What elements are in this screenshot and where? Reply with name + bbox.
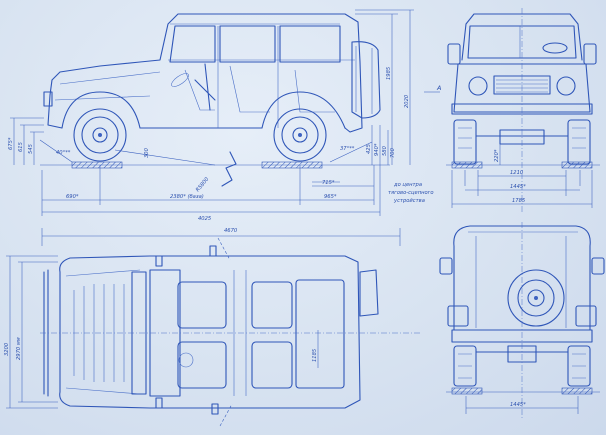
dim-front-clear-a: 675* — [8, 137, 14, 150]
front-view: A 1210 1445* 1785 220* — [424, 8, 600, 214]
dim-top-width-b: 2970 мм — [16, 337, 22, 360]
dim-width: 1785 — [512, 198, 526, 204]
radius-zigzag — [221, 151, 237, 187]
note-line-1: до центра — [393, 182, 422, 188]
side-body-outline — [43, 13, 381, 133]
dim-angle-front: 40°** — [56, 150, 71, 156]
dim-track-inner: 1210 — [510, 170, 524, 176]
front-wheel — [61, 91, 141, 162]
dim-height-total: 2020 — [404, 94, 410, 108]
dim-inner: 1185 — [312, 348, 318, 362]
dim-overall-length: 4670 — [224, 228, 238, 234]
note-line-2: тягово-сцепного — [388, 190, 434, 196]
rear-wheel — [261, 91, 346, 162]
dim-rear-b: 940* — [374, 143, 380, 156]
dim-rear-track: 1445* — [510, 402, 526, 408]
dim-wheelbase: 2380* (база) — [170, 194, 204, 200]
top-view: 4670 3200 2970 мм 1185 — [4, 228, 420, 427]
dim-rear-a: 425 — [366, 143, 372, 154]
note-line-3: устройства — [393, 198, 425, 204]
section-mark-a: A — [436, 84, 441, 92]
dim-clearance: 220* — [494, 149, 500, 162]
dim-rear-c: 580 — [382, 145, 388, 156]
dim-rear-d: 700 — [390, 147, 396, 158]
dim-angle-rear: 37°** — [340, 146, 355, 152]
dim-body-length: 4025 — [198, 216, 212, 222]
dim-rear-hook: 715* — [322, 180, 335, 186]
dim-front-clear-c: 545 — [28, 143, 34, 154]
rear-view: 1445* — [439, 222, 605, 420]
dim-front-clear-b: 615 — [18, 141, 24, 152]
dim-radius: R5800 — [195, 176, 211, 193]
dim-track: 1445* — [510, 184, 526, 190]
dim-top-width-a: 3200 — [4, 342, 10, 356]
dim-roof-height: 1985 — [386, 66, 392, 80]
dim-ground: 300 — [144, 147, 150, 158]
dim-front-overhang: 690* — [66, 194, 79, 200]
dim-rear-overhang: 965* — [324, 194, 337, 200]
side-view: 675* 615 545 1985 2020 425 940* 580 700 … — [8, 9, 434, 222]
